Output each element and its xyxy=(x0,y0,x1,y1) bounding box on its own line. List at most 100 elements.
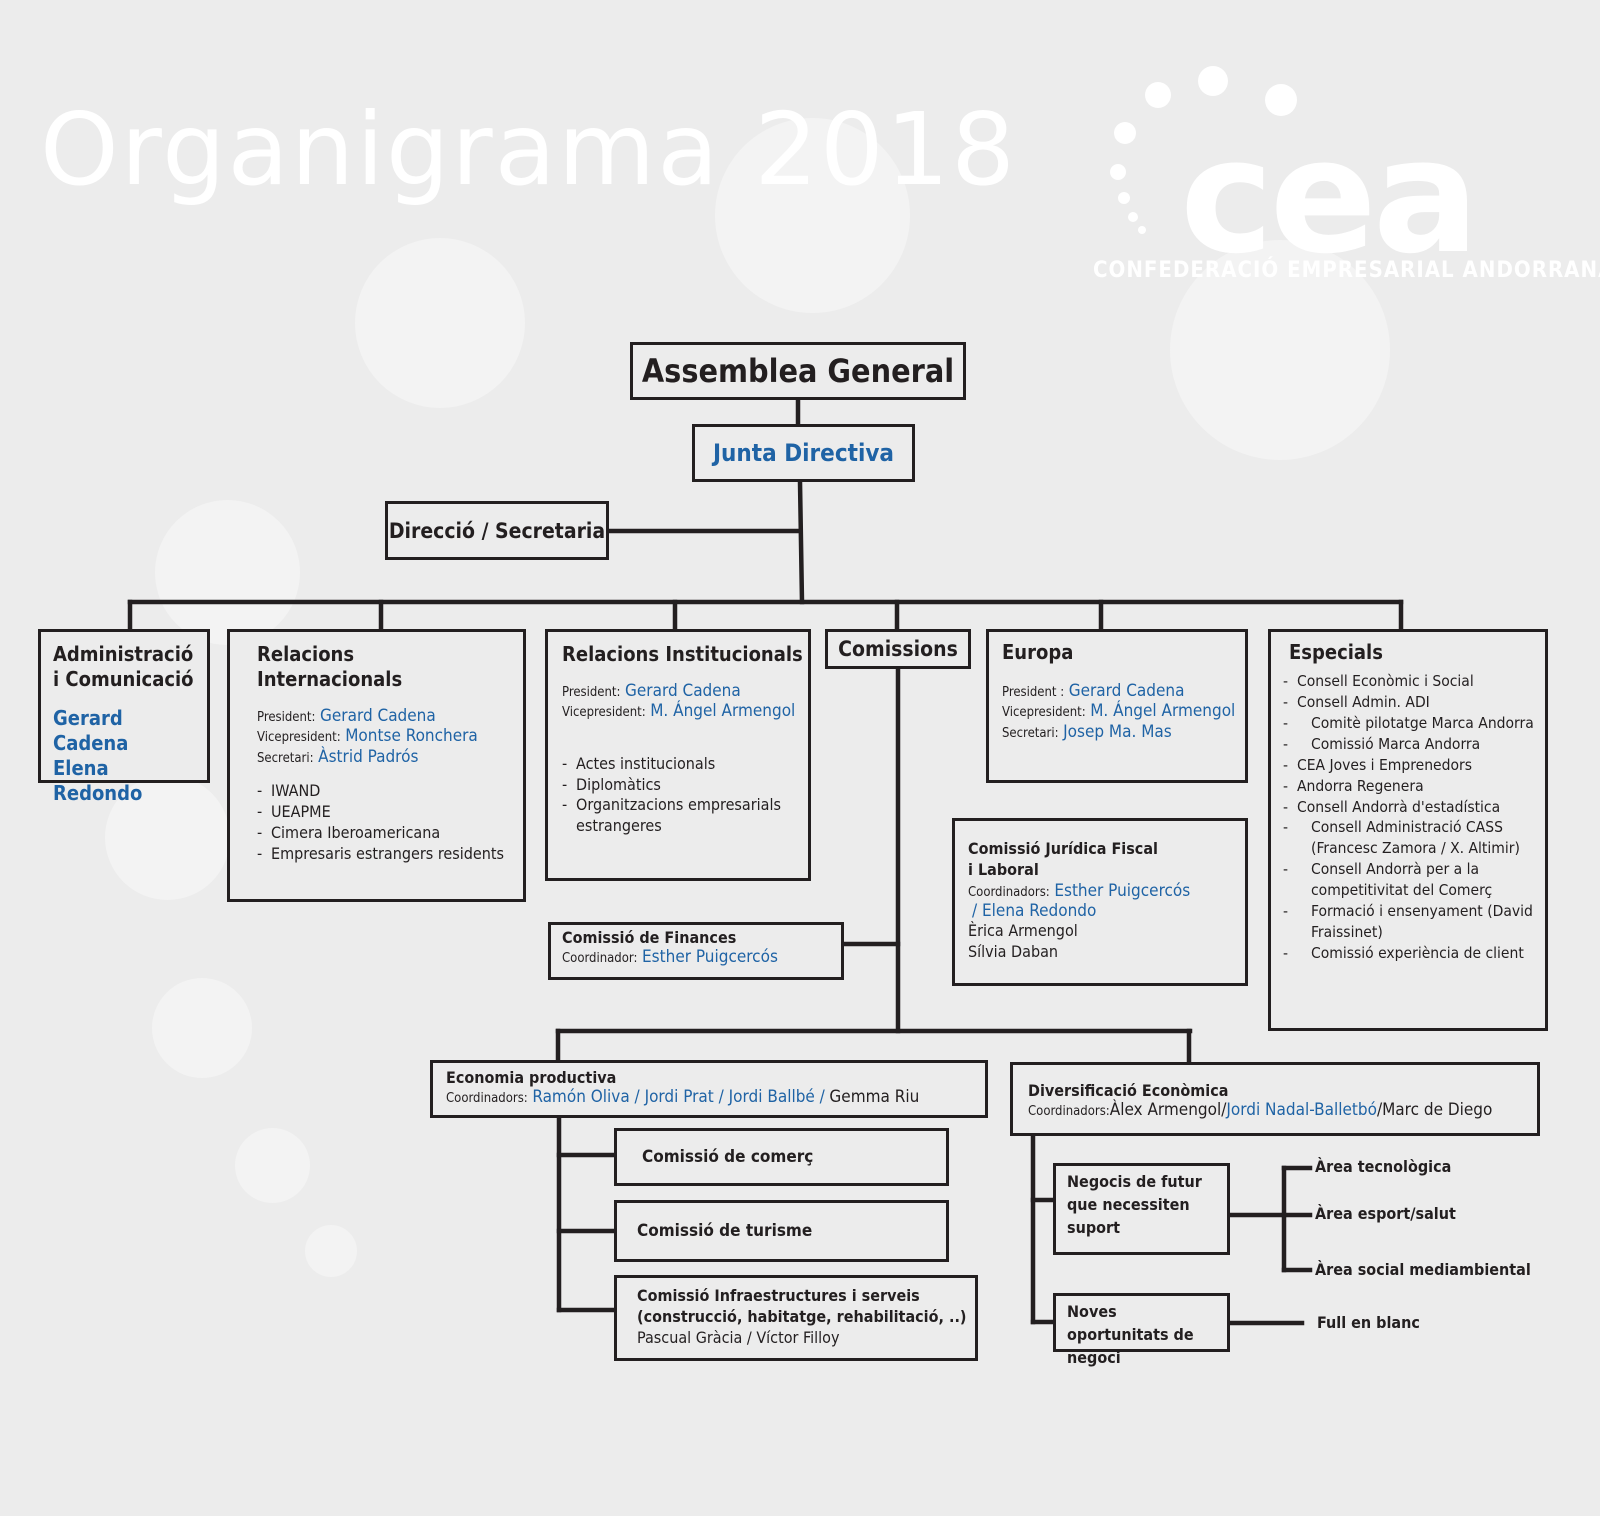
list-item: Consell Andorrà d'estadística xyxy=(1283,797,1539,818)
comissions-box: Comissions xyxy=(825,629,971,669)
noves-oportunitats-label: Noves oportunitats de negoci xyxy=(1067,1302,1194,1368)
administracio-box: Administració i Comunicació Gerard Caden… xyxy=(38,629,210,805)
logo-tagline: CONFEDERACIÓ EMPRESARIAL ANDORRANA xyxy=(1093,258,1600,283)
role-label: Vicepresident: xyxy=(1002,705,1086,721)
assemblea-general-label: Assemblea General xyxy=(641,352,955,390)
list-item: Comissió experiència de client xyxy=(1283,943,1539,964)
coord-name: /Marc de Diego xyxy=(1376,1100,1493,1120)
list-item: Actes institucionals xyxy=(562,754,800,775)
assemblea-general-box: Assemblea General xyxy=(630,342,966,400)
comissio-turisme-box: Comissió de turisme xyxy=(614,1200,949,1262)
institucionals-title: Relacions Institucionals xyxy=(562,642,803,666)
noves-oportunitats-box: Noves oportunitats de negoci xyxy=(1053,1293,1230,1367)
area-label: Àrea social mediambiental xyxy=(1315,1260,1531,1279)
admin-person: Elena Redondo xyxy=(53,756,143,805)
role-name: Montse Ronchera xyxy=(345,726,478,747)
administracio-title: Administració i Comunicació xyxy=(53,642,194,691)
background-bubble xyxy=(355,238,525,408)
coord-name: / Elena Redondo xyxy=(972,900,1097,921)
especials-title: Especials xyxy=(1289,640,1383,664)
area-label: Àrea tecnològica xyxy=(1315,1157,1452,1176)
internacionals-title: Relacions Internacionals xyxy=(257,642,403,691)
coord-name: Ramón Oliva / Jordi Prat / Jordi Ballbé … xyxy=(532,1087,825,1107)
member: Èrica Armengol xyxy=(968,921,1078,941)
role-label: Secretari: xyxy=(1002,725,1059,741)
list-item: Consell Admin. ADI xyxy=(1283,692,1539,713)
diversificacio-economica-box: Diversificació Econòmica Coordinadors:Àl… xyxy=(1010,1062,1540,1136)
list-item: UEAPME xyxy=(257,802,523,823)
relacions-internacionals-box: Relacions Internacionals President: Gera… xyxy=(227,629,526,902)
role-name: Gerard Cadena xyxy=(1068,681,1185,701)
background-bubble xyxy=(152,978,252,1078)
list-item: Cimera Iberoamericana xyxy=(257,823,523,844)
list-item: Consell Administració CASS (Francesc Zam… xyxy=(1283,817,1539,859)
list-item: Andorra Regenera xyxy=(1283,776,1539,797)
background-bubble xyxy=(235,1128,310,1203)
background-bubble xyxy=(305,1225,357,1277)
infra-title: Comissió Infraestructures i serveis xyxy=(637,1286,920,1305)
list-item: Diplomàtics xyxy=(562,775,800,796)
logo-wordmark: cea xyxy=(1180,105,1479,289)
junta-directiva-label: Junta Directiva xyxy=(713,439,894,467)
negocis-futur-box: Negocis de futur que necessiten suport xyxy=(1053,1163,1230,1255)
comissio-juridica-box: Comissió Jurídica Fiscal i Laboral Coord… xyxy=(952,818,1248,986)
role-name: Josep Ma. Mas xyxy=(1063,721,1172,742)
role-label: President : xyxy=(1002,685,1065,700)
comissio-turisme-label: Comissió de turisme xyxy=(637,1221,813,1241)
member: Sílvia Daban xyxy=(968,942,1059,962)
role-name: Gerard Cadena xyxy=(320,706,436,726)
role-name: Àstrid Padrós xyxy=(318,746,419,767)
role-name: Gerard Cadena xyxy=(625,681,741,701)
relacions-institucionals-box: Relacions Institucionals President: Gera… xyxy=(545,629,811,881)
coord-name: Àlex Armengol/ xyxy=(1109,1100,1227,1120)
coord-name: Esther Puigcercós xyxy=(642,947,778,967)
coord-label: Coordinadors: xyxy=(446,1091,528,1106)
logo-dots-icon xyxy=(1100,60,1340,250)
background-bubble xyxy=(1170,240,1390,460)
comissio-infraestructures-box: Comissió Infraestructures i serveis (con… xyxy=(614,1275,978,1361)
diversificacio-title: Diversificació Econòmica xyxy=(1028,1081,1229,1100)
role-label: President: xyxy=(562,685,621,700)
infra-people: Pascual Gràcia / Víctor Filloy xyxy=(637,1327,840,1347)
finances-title: Comissió de Finances xyxy=(562,928,737,947)
direccio-secretaria-label: Direcció / Secretaria xyxy=(388,518,606,543)
europa-box: Europa President : Gerard Cadena Vicepre… xyxy=(986,629,1248,783)
coord-name: Gemma Riu xyxy=(829,1087,920,1107)
comissions-label: Comissions xyxy=(838,637,958,661)
coord-name: Jordi Nadal-Balletbó xyxy=(1226,1100,1377,1120)
comissio-comerc-label: Comissió de comerç xyxy=(642,1147,814,1167)
role-name: M. Ángel Armengol xyxy=(1090,701,1236,722)
economia-title: Economia productiva xyxy=(446,1068,617,1087)
coord-label: Coordinadors: xyxy=(968,884,1050,900)
page-title: Organigrama 2018 xyxy=(40,91,1017,208)
full-en-blanc-label: Full en blanc xyxy=(1317,1313,1420,1332)
coord-label: Coordinador: xyxy=(562,951,638,966)
list-item: IWAND xyxy=(257,781,523,802)
list-item: Consell Econòmic i Social xyxy=(1283,671,1539,692)
europa-title: Europa xyxy=(1002,640,1074,664)
background-bubble xyxy=(155,500,300,645)
list-item: Formació i ensenyament (David Fraissinet… xyxy=(1283,901,1539,943)
comissio-finances-box: Comissió de Finances Coordinador: Esther… xyxy=(548,922,844,980)
infra-detail: (construcció, habitatge, rehabilitació, … xyxy=(637,1306,967,1326)
comissio-comerc-box: Comissió de comerç xyxy=(614,1128,949,1186)
role-label: Secretari: xyxy=(257,750,314,766)
role-label: Vicepresident: xyxy=(257,730,341,746)
juridica-title-2: i Laboral xyxy=(968,859,1039,879)
list-item: Organitzacions empresarials estrangeres xyxy=(562,795,800,837)
list-item: CEA Joves i Emprenedors xyxy=(1283,755,1539,776)
coord-label: Coordinadors: xyxy=(1028,1104,1110,1119)
background-bubble xyxy=(105,775,230,900)
area-label: Àrea esport/salut xyxy=(1315,1204,1456,1223)
negocis-futur-label: Negocis de futur que necessiten suport xyxy=(1067,1172,1202,1238)
list-item: Comissió Marca Andorra xyxy=(1283,734,1539,755)
list-item: Comitè pilotatge Marca Andorra xyxy=(1283,713,1539,734)
role-name: M. Ángel Armengol xyxy=(650,701,796,722)
list-item: Empresaris estrangers residents xyxy=(257,844,523,865)
junta-directiva-box: Junta Directiva xyxy=(692,424,915,482)
coord-name: Esther Puigcercós xyxy=(1054,880,1191,901)
direccio-secretaria-box: Direcció / Secretaria xyxy=(385,501,609,560)
especials-box: Especials Consell Econòmic i Social Cons… xyxy=(1268,629,1548,1031)
background-bubble xyxy=(715,118,910,313)
